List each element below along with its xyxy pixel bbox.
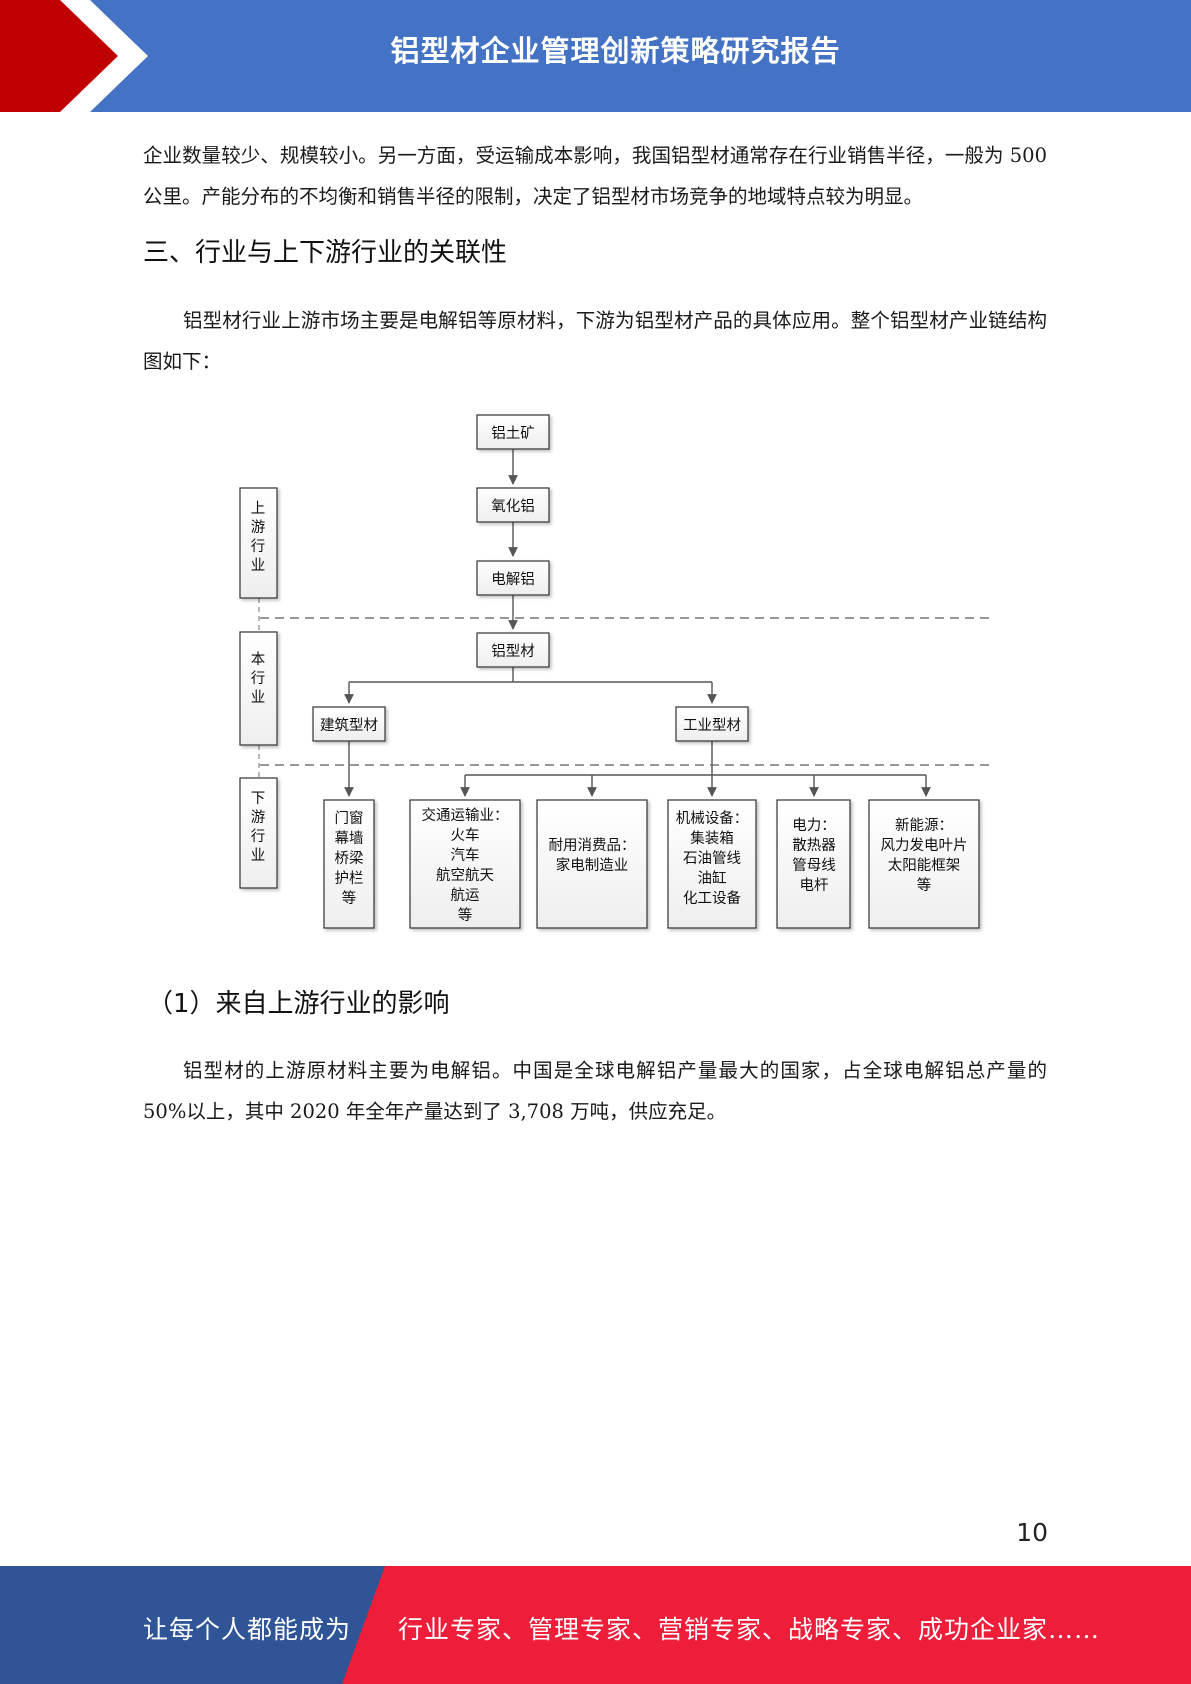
side-down-line: 行 <box>251 828 266 845</box>
side-label-industry-text: 本行业 <box>251 651 266 706</box>
footer-slogan-left: 让每个人都能成为 <box>143 1615 352 1644</box>
app-consumer-text: 耐用消费品： 家电制造业 <box>549 837 636 874</box>
app-box-machinery: 机械设备： 集装箱石油管线油缸化工设备 <box>667 799 757 929</box>
section-heading: 三、行业与上下游行业的关联性 <box>143 238 508 268</box>
paragraph-upstream-impact: 铝型材的上游原材料主要为电解铝。中国是全球电解铝产量最大的国家，占全球电解铝总产… <box>143 1059 1047 1123</box>
box-bauxite-label: 铝土矿 <box>491 425 535 442</box>
box-building-label: 建筑型材 <box>320 717 378 734</box>
box-profile-label: 铝型材 <box>491 643 535 660</box>
side-mid-line: 本 <box>251 651 266 668</box>
side-up-line: 业 <box>251 557 266 574</box>
paragraph-market-region: 企业数量较少、规模较小。另一方面，受运输成本影响，我国铝型材通常存在行业销售半径… <box>143 144 1047 208</box>
app-energy-text: 新能源： 风力发电叶片太阳能框架等 <box>881 817 968 894</box>
app-machinery-line: 机械设备： <box>676 810 749 827</box>
app-machinery-line: 集装箱 <box>690 830 734 847</box>
header-title: 铝型材企业管理创新策略研究报告 <box>390 34 841 68</box>
box-aluminum-profile: 铝型材 <box>476 632 550 668</box>
industry-chain-diagram: 上游行业 本行业 下游行业 铝土矿 氧化铝 电解铝 <box>239 414 990 929</box>
side-up-line: 行 <box>251 538 266 555</box>
app-box-new-energy: 新能源： 风力发电叶片太阳能框架等 <box>868 799 980 929</box>
side-down-line: 游 <box>251 809 266 826</box>
box-industrial-profile: 工业型材 <box>675 706 749 742</box>
app-machinery-line: 化工设备 <box>683 890 741 907</box>
app-power-line: 电杆 <box>800 877 829 894</box>
app-machinery-text: 机械设备： 集装箱石油管线油缸化工设备 <box>676 810 749 907</box>
box-industrial-label: 工业型材 <box>683 717 741 734</box>
app-transport-line: 交通运输业： <box>422 806 509 824</box>
app-energy-line: 等 <box>917 876 932 894</box>
app-building-line: 等 <box>342 889 357 907</box>
header-graphic <box>0 0 1191 112</box>
app-power-text: 电力： 散热器管母线电杆 <box>792 817 836 894</box>
box-bauxite: 铝土矿 <box>476 414 550 450</box>
side-label-downstream: 下游行业 <box>239 777 278 889</box>
app-machinery-line: 石油管线 <box>683 850 741 867</box>
app-energy-line: 新能源： <box>895 817 953 834</box>
app-building-text: 门窗幕墙桥梁护栏等 <box>335 809 364 907</box>
side-down-line: 业 <box>251 847 266 864</box>
app-building-line: 桥梁 <box>335 850 364 867</box>
side-mid-line: 业 <box>251 689 266 706</box>
app-energy-line: 风力发电叶片 <box>881 837 968 854</box>
box-alumina-label: 氧化铝 <box>491 498 535 515</box>
box-electrolytic-label: 电解铝 <box>491 571 535 588</box>
side-label-downstream-text: 下游行业 <box>251 791 266 864</box>
app-box-power: 电力： 散热器管母线电杆 <box>776 799 851 929</box>
app-machinery-line: 油缸 <box>698 869 727 887</box>
app-consumer-line: 家电制造业 <box>556 857 629 874</box>
app-building-line: 护栏 <box>335 870 364 887</box>
app-box-transport: 交通运输业： 火车汽车航空航天航运等 <box>409 799 521 929</box>
app-transport-line: 航运 <box>451 887 480 904</box>
app-transport-line: 火车 <box>451 827 480 844</box>
side-mid-line: 行 <box>251 670 266 687</box>
app-box-building: 门窗幕墙桥梁护栏等 <box>323 799 375 929</box>
side-up-line: 上 <box>251 500 266 517</box>
side-label-upstream-text: 上游行业 <box>251 500 266 574</box>
app-transport-text: 交通运输业： 火车汽车航空航天航运等 <box>422 806 509 924</box>
side-down-line: 下 <box>251 791 266 807</box>
subsection-heading: （1）来自上游行业的影响 <box>147 989 450 1019</box>
app-transport-line: 等 <box>458 906 473 924</box>
app-consumer-line: 耐用消费品： <box>549 837 636 854</box>
header-banner: 铝型材企业管理创新策略研究报告 <box>0 0 1191 112</box>
app-energy-line: 太阳能框架 <box>888 857 961 874</box>
app-power-line: 电力： <box>792 817 836 834</box>
side-up-line: 游 <box>251 519 266 536</box>
paragraph-chain-intro: 铝型材行业上游市场主要是电解铝等原材料，下游为铝型材产品的具体应用。整个铝型材产… <box>143 309 1047 373</box>
app-transport-line: 航空航天 <box>436 867 494 884</box>
connectors <box>344 434 931 797</box>
side-label-upstream: 上游行业 <box>239 487 278 599</box>
page-number: 10 <box>1016 1518 1048 1547</box>
footer-banner: 让每个人都能成为 行业专家、管理专家、营销专家、战略专家、成功企业家…… <box>0 1566 1191 1684</box>
app-building-line: 幕墙 <box>335 830 364 847</box>
app-building-line: 门窗 <box>335 809 364 827</box>
app-power-line: 管母线 <box>792 857 836 874</box>
footer-graphic <box>0 1566 1191 1684</box>
box-alumina: 氧化铝 <box>476 487 550 523</box>
footer-slogan-right: 行业专家、管理专家、营销专家、战略专家、成功企业家…… <box>398 1615 1101 1644</box>
app-box-consumer: 耐用消费品： 家电制造业 <box>536 799 648 929</box>
app-power-line: 散热器 <box>792 837 836 854</box>
side-label-industry: 本行业 <box>239 631 278 746</box>
section-dividers <box>260 617 990 766</box>
box-building-profile: 建筑型材 <box>312 706 386 742</box>
app-transport-line: 汽车 <box>451 847 480 864</box>
box-electrolytic-aluminum: 电解铝 <box>476 560 550 596</box>
